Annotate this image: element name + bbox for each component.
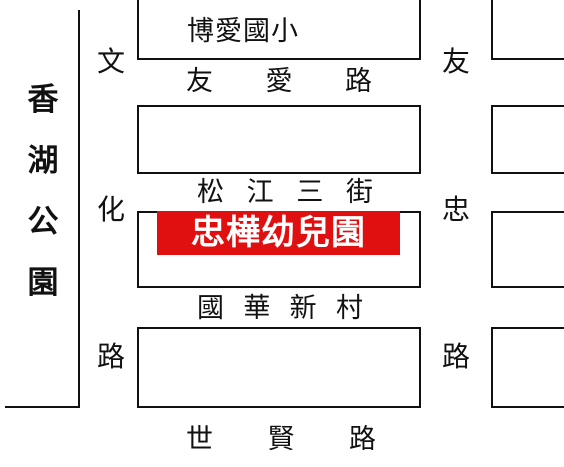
street-label-youzhong-1: 友 bbox=[441, 45, 470, 78]
guohua-char-4: 村 bbox=[335, 293, 363, 324]
kindergarten-label: 忠樺幼兒園 bbox=[157, 211, 400, 255]
street-label-youai: 友 愛 路 bbox=[186, 68, 372, 95]
street-label-wenhua-3: 路 bbox=[96, 340, 125, 373]
songjiang-char-4: 街 bbox=[345, 177, 373, 208]
park-char-2: 湖 bbox=[27, 143, 59, 179]
street-label-youzhong-2: 忠 bbox=[441, 193, 470, 226]
shixian-char-1: 世 bbox=[186, 424, 213, 455]
school-label: 博愛國小 bbox=[187, 16, 299, 47]
park-char-1: 香 bbox=[27, 82, 59, 118]
shixian-char-2: 賢 bbox=[267, 424, 295, 455]
block-north bbox=[137, 105, 421, 174]
songjiang-char-2: 江 bbox=[246, 177, 274, 208]
shixian-char-3: 路 bbox=[349, 424, 376, 455]
youai-char-3: 路 bbox=[345, 66, 372, 97]
guohua-char-2: 華 bbox=[243, 293, 271, 324]
park-char-4: 園 bbox=[27, 265, 59, 301]
youai-char-1: 友 bbox=[186, 66, 213, 97]
street-label-wenhua-2: 化 bbox=[96, 193, 125, 226]
school-block bbox=[137, 0, 421, 60]
block-east-4 bbox=[491, 327, 564, 408]
songjiang-char-3: 三 bbox=[296, 177, 324, 208]
block-east-3 bbox=[491, 211, 564, 288]
block-south bbox=[137, 327, 421, 408]
songjiang-char-1: 松 bbox=[197, 177, 224, 208]
park-label: 香 湖 公 園 bbox=[22, 70, 64, 314]
park-char-3: 公 bbox=[27, 204, 59, 240]
street-label-youzhong-3: 路 bbox=[441, 340, 470, 373]
block-east-2 bbox=[491, 105, 564, 174]
block-east-1 bbox=[491, 0, 564, 60]
street-label-wenhua-1: 文 bbox=[96, 45, 125, 78]
street-label-guohua: 國 華 新 村 bbox=[197, 295, 363, 322]
street-label-shixian: 世 賢 路 bbox=[186, 426, 376, 453]
park-boundary-south bbox=[5, 406, 80, 408]
youai-char-2: 愛 bbox=[265, 66, 293, 97]
guohua-char-1: 國 bbox=[197, 293, 224, 324]
park-boundary-east bbox=[78, 10, 80, 408]
street-label-songjiang: 松 江 三 街 bbox=[197, 179, 373, 206]
guohua-char-3: 新 bbox=[289, 293, 317, 324]
